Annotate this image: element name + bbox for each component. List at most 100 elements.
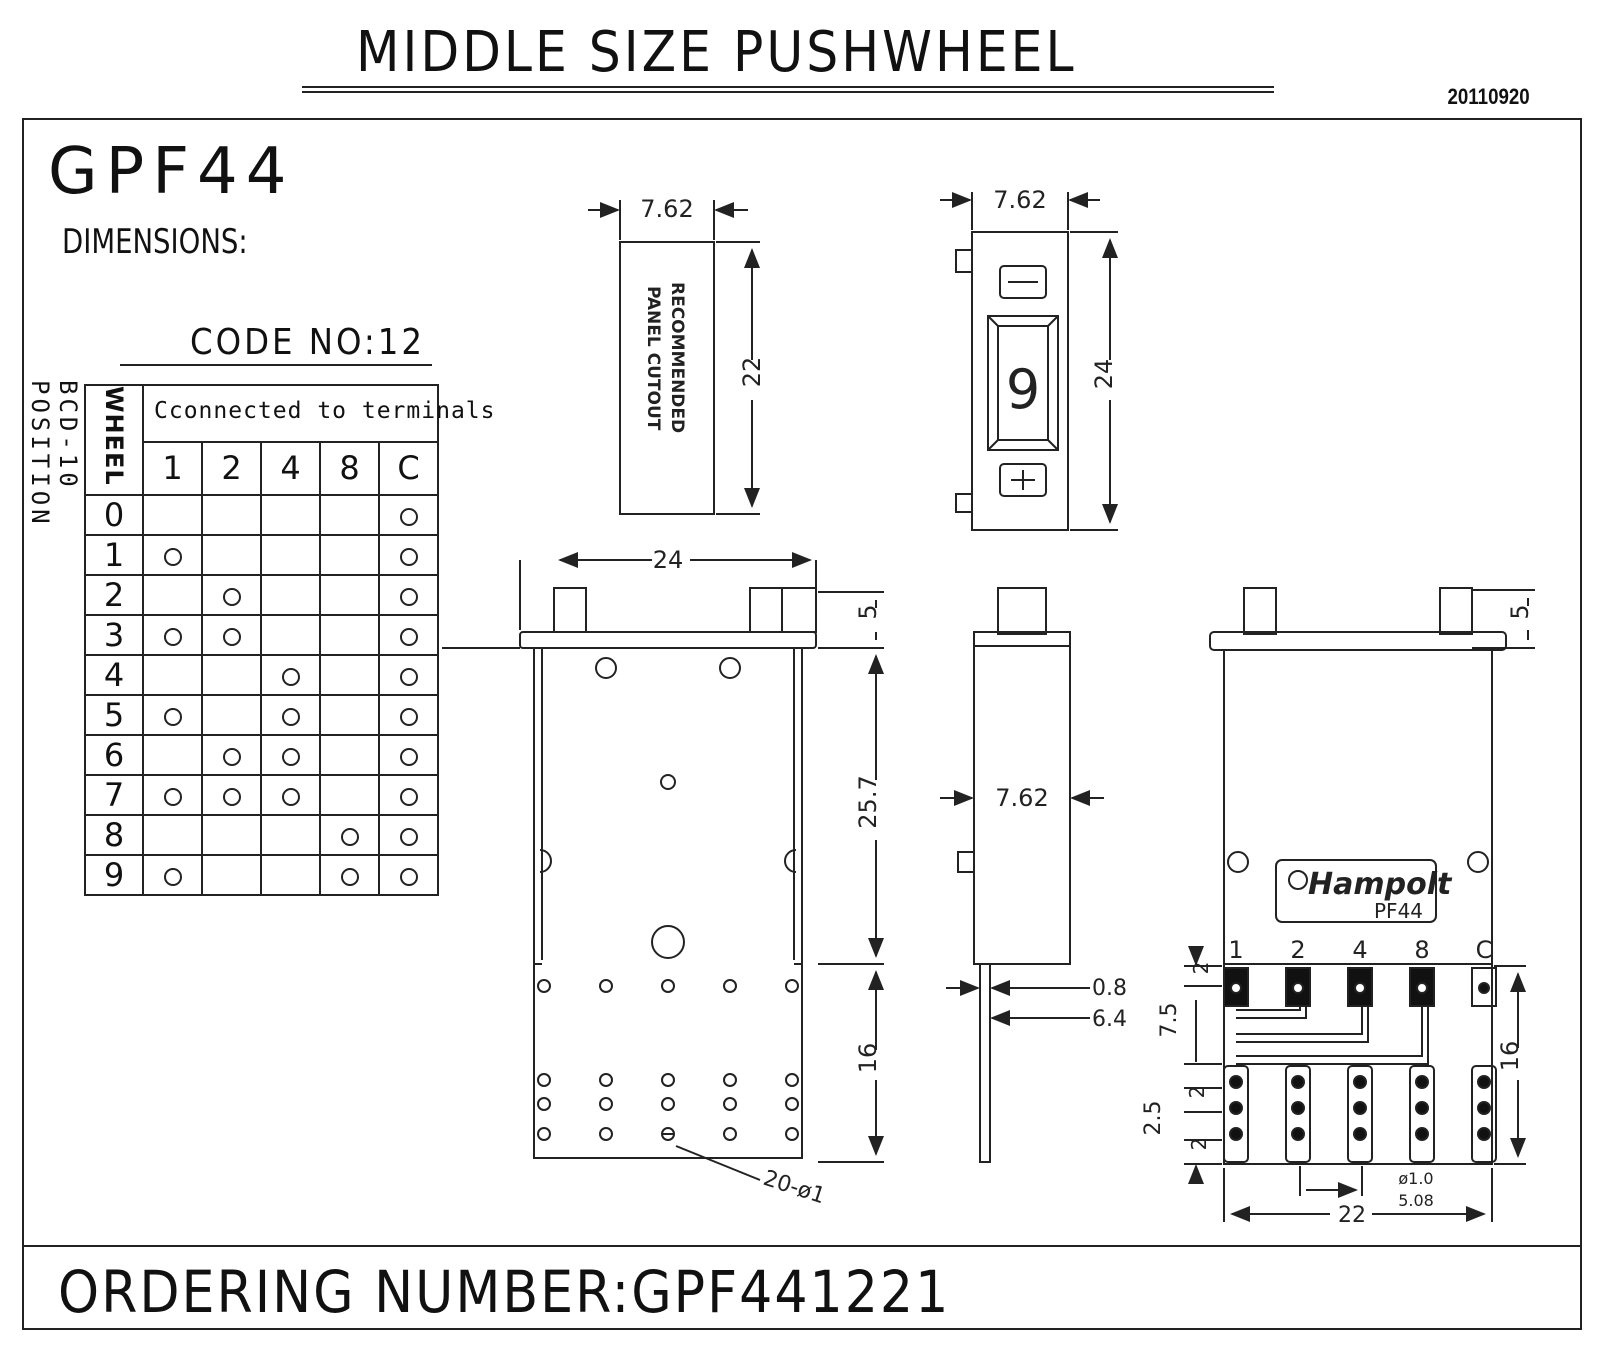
rear-button-right — [749, 587, 783, 633]
pcb-hole-grid — [537, 979, 799, 1141]
connection-cell — [201, 853, 262, 896]
connection-cell — [319, 853, 380, 896]
minus-button[interactable] — [999, 265, 1047, 299]
dim-2-bottom: 2 — [1187, 1138, 1211, 1151]
pcb-terminal-pads — [1223, 967, 1497, 1163]
table-row: 1 — [84, 533, 439, 576]
contact-dot — [1353, 1127, 1367, 1141]
connection-mark — [281, 707, 300, 726]
connection-cell — [319, 613, 380, 656]
connection-mark — [281, 667, 300, 686]
contact-dot — [1477, 1127, 1491, 1141]
dimensions-label: DIMENSIONS: — [62, 222, 248, 262]
wheel-position: 8 — [84, 813, 144, 856]
connection-cell — [378, 533, 439, 576]
pcb-terminal-label: 4 — [1352, 936, 1367, 964]
contact-strip — [1223, 1065, 1249, 1163]
contact-dot — [1291, 1101, 1305, 1115]
connection-cell — [201, 613, 262, 656]
connection-cell — [260, 493, 321, 536]
side-button — [997, 587, 1047, 635]
connection-mark — [163, 867, 182, 886]
plus-button[interactable] — [999, 463, 1047, 497]
cutout-height-dim: 22 — [738, 357, 766, 388]
code-number: CODE NO:12 — [190, 322, 425, 363]
terminal-hole — [1230, 982, 1242, 994]
connection-mark — [399, 867, 418, 886]
pcb-hole — [785, 1097, 799, 1111]
connection-cell — [142, 613, 203, 656]
connection-cell — [142, 573, 203, 616]
connection-cell — [319, 733, 380, 776]
cutout-rect — [619, 241, 715, 515]
wheel-position: 5 — [84, 693, 144, 736]
rear-button-dim: 5 — [854, 604, 882, 619]
pcb-hole — [537, 1127, 551, 1141]
pcb-hole — [599, 1097, 613, 1111]
connection-cell — [319, 533, 380, 576]
rear-body — [533, 647, 803, 1159]
table-row: 6 — [84, 733, 439, 776]
side-pcb — [979, 963, 991, 1163]
dim-7-5: 7.5 — [1157, 1003, 1182, 1038]
connection-cell — [260, 813, 321, 856]
contact-strip — [1471, 1065, 1497, 1163]
pcb-hole — [537, 979, 551, 993]
connection-mark — [163, 707, 182, 726]
connection-mark — [222, 787, 241, 806]
wheel-position: 3 — [84, 613, 144, 656]
connection-cell — [260, 773, 321, 816]
connection-cell — [260, 853, 321, 896]
wheel-digit: 9 — [1006, 358, 1040, 421]
rear-view — [442, 552, 884, 1181]
connected-header: Cconnected to terminals — [154, 398, 496, 424]
side-view — [940, 587, 1104, 1163]
pcb-hole — [723, 1127, 737, 1141]
connection-cell — [142, 773, 203, 816]
connection-mark — [222, 587, 241, 606]
bcd-position-label: BCD-10 POSITION — [26, 380, 82, 528]
connection-cell — [319, 693, 380, 736]
model-name: GPF44 — [48, 135, 295, 209]
pcb-board — [1223, 963, 1493, 1165]
pcb-hole — [661, 1073, 675, 1087]
table-row: 7 — [84, 773, 439, 816]
connection-cell — [260, 573, 321, 616]
table-row: 2 — [84, 573, 439, 616]
connection-mark — [399, 747, 418, 766]
rear-flange — [519, 631, 817, 649]
dim-2-mid: 2 — [1185, 1086, 1209, 1099]
pcb-button-dim: 5 — [1506, 604, 1534, 619]
drawing-frame — [22, 118, 1582, 1330]
hole-callout: 20-ø1 — [760, 1166, 828, 1209]
side-width-dim: 7.62 — [995, 784, 1048, 812]
connection-mark — [399, 547, 418, 566]
connection-cell — [201, 653, 262, 696]
title-underline — [302, 86, 1274, 88]
title-underline-2 — [302, 91, 1274, 93]
contact-dot — [1353, 1101, 1367, 1115]
connection-cell — [319, 493, 380, 536]
pcb-hole — [661, 1097, 675, 1111]
brand-name: Hampolt — [1308, 867, 1453, 902]
table-row: 5 — [84, 693, 439, 736]
pcb-terminal-label: 2 — [1290, 936, 1305, 964]
terminal-hole — [1292, 982, 1304, 994]
connection-mark — [399, 827, 418, 846]
cutout-label-2: PANEL CUTOUT — [643, 286, 663, 431]
contact-dot — [1415, 1127, 1429, 1141]
pcb-hole — [599, 1073, 613, 1087]
connection-cell — [319, 653, 380, 696]
terminal-header-4: 4 — [260, 441, 321, 496]
connection-cell — [201, 493, 262, 536]
wheel-header: WHEEL — [100, 386, 128, 486]
connection-cell — [319, 813, 380, 856]
brand-model: PF44 — [1374, 899, 1423, 923]
table-row: 0 — [84, 493, 439, 536]
pcb-hole — [537, 1097, 551, 1111]
connection-cell — [378, 693, 439, 736]
